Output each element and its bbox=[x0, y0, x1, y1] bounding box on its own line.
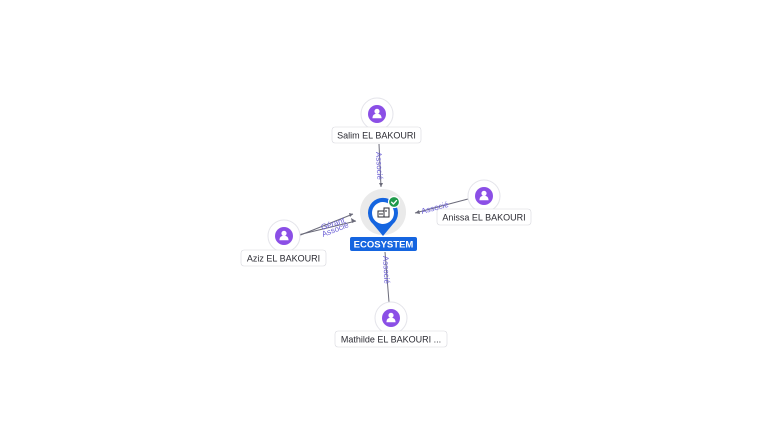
company-name: ECOSYSTEM bbox=[354, 240, 414, 251]
person-name-salim: Salim EL BAKOURI bbox=[337, 131, 416, 141]
arrowhead bbox=[351, 218, 356, 223]
edge-salim bbox=[378, 143, 382, 188]
edge-label-mathilde: Associé bbox=[381, 256, 391, 285]
arrowhead bbox=[379, 183, 383, 187]
edge-aziz-2 bbox=[297, 213, 354, 237]
arrowhead bbox=[349, 213, 353, 217]
edge-mathilde bbox=[384, 251, 390, 303]
company-label-box bbox=[350, 237, 417, 251]
arrowhead bbox=[415, 210, 420, 214]
name-box bbox=[334, 330, 448, 348]
person-node-aziz[interactable]: Aziz EL BAKOURI bbox=[240, 219, 327, 267]
company-node[interactable]: ECOSYSTEM bbox=[350, 189, 417, 251]
edge-anissa bbox=[414, 198, 469, 214]
person-node-anissa[interactable]: Anissa EL BAKOURI bbox=[436, 179, 532, 226]
person-node-mathilde[interactable]: Mathilde EL BAKOURI ... bbox=[334, 301, 448, 348]
verified-check-icon bbox=[387, 195, 401, 209]
person-node-salim[interactable]: Salim EL BAKOURI bbox=[331, 97, 422, 144]
name-box bbox=[331, 126, 422, 144]
edge-label-salim: Associé bbox=[374, 152, 384, 181]
name-box bbox=[436, 208, 532, 226]
building-icon bbox=[377, 207, 390, 218]
name-box bbox=[240, 249, 327, 267]
person-name-anissa: Anissa EL BAKOURI bbox=[442, 213, 525, 223]
person-name-mathilde: Mathilde EL BAKOURI ... bbox=[341, 335, 441, 345]
person-name-aziz: Aziz EL BAKOURI bbox=[247, 254, 320, 264]
